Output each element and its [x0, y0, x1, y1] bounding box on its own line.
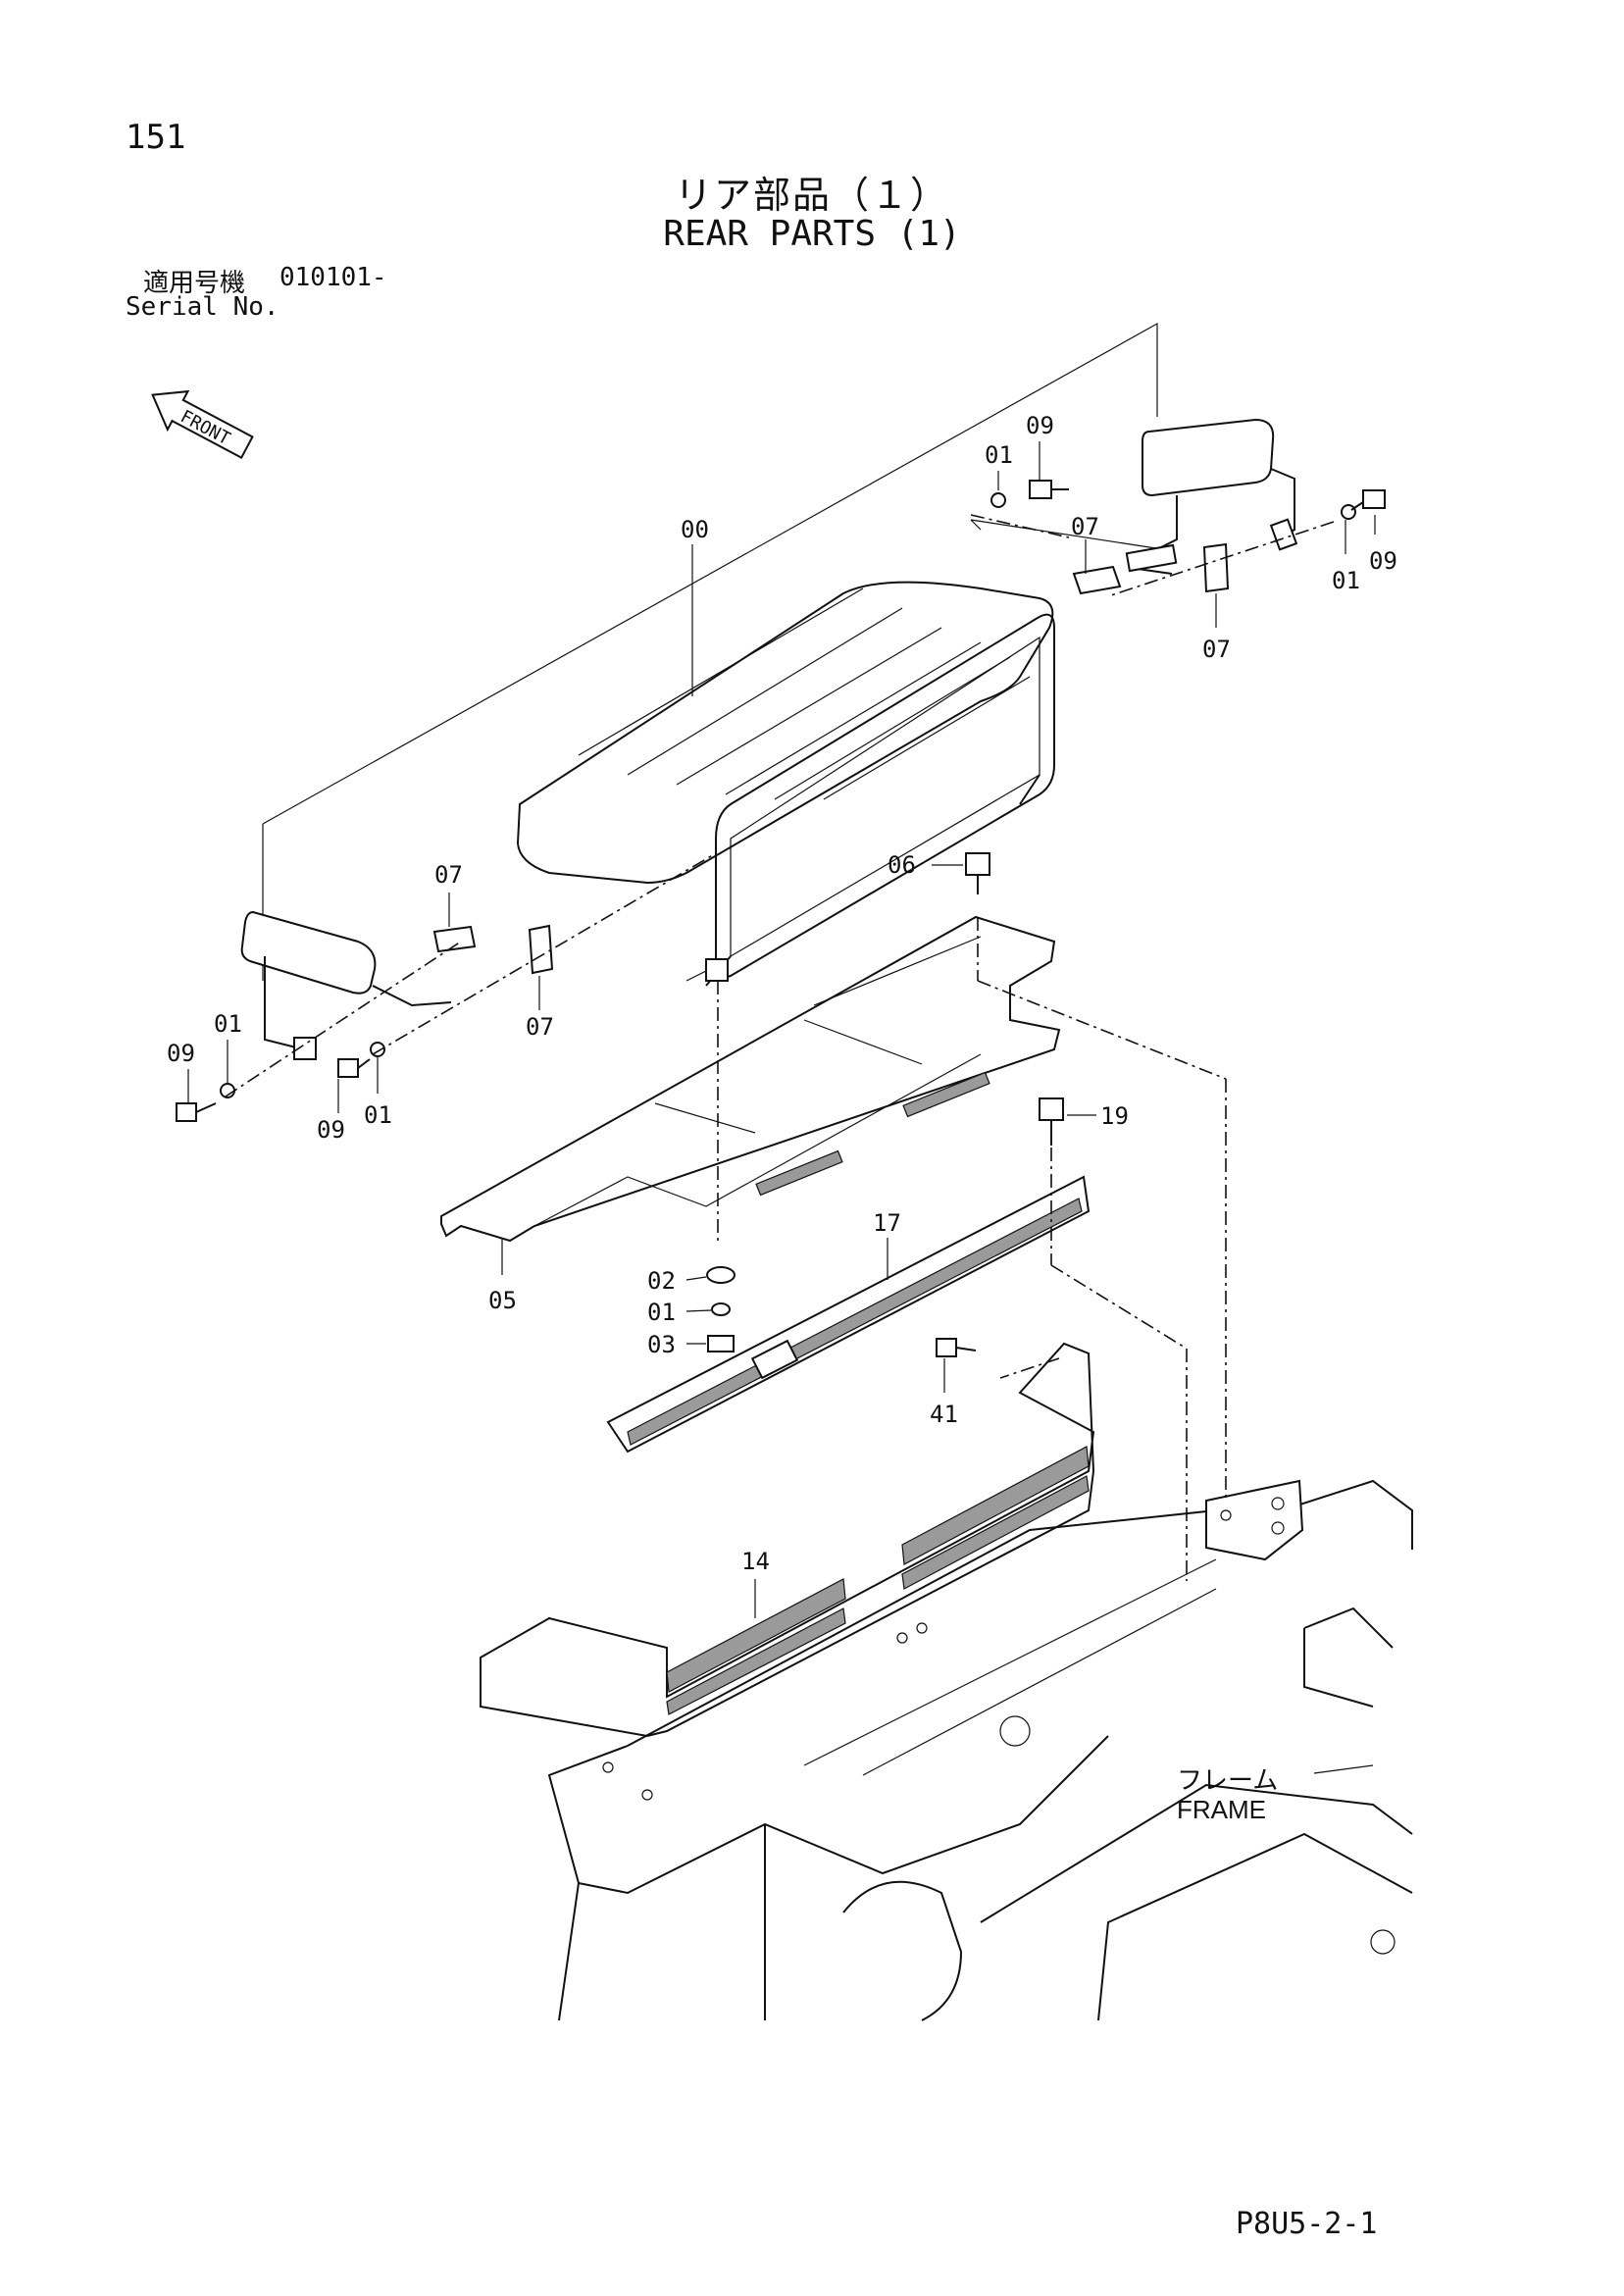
- callout-09-right: 09: [1369, 547, 1397, 575]
- armrest-left: [240, 910, 452, 1060]
- page-title-jp: リア部品（１）: [674, 174, 949, 217]
- serial-value: 010101-: [279, 263, 387, 292]
- armrest-right: [1125, 418, 1298, 575]
- callout-leaders: [187, 441, 1376, 1618]
- callout-41: 41: [930, 1401, 958, 1428]
- rail-17: [606, 1175, 1091, 1454]
- alignment-lines: [225, 514, 1335, 1581]
- frame-leader: [1313, 1764, 1374, 1774]
- callout-09-left-b: 09: [317, 1116, 345, 1144]
- serial-label-jp: 適用号機: [143, 269, 246, 298]
- base-frame: [547, 1479, 1413, 2021]
- page-title-en: REAR PARTS (1): [663, 214, 961, 254]
- callout-19: 19: [1100, 1102, 1129, 1130]
- serial-label-en: Serial No.: [126, 292, 279, 322]
- callout-09-top: 09: [1026, 412, 1054, 439]
- callout-07-left: 07: [434, 861, 463, 889]
- callout-09-left-a: 09: [167, 1040, 195, 1067]
- callout-06: 06: [888, 851, 916, 879]
- callout-07-left-lower: 07: [526, 1013, 554, 1041]
- seat-mount-plate: [440, 915, 1061, 1243]
- callout-14: 14: [741, 1548, 770, 1575]
- callout-labels: 00 01 09 07 01 09 07 06 07 07 09 01 09 0…: [167, 412, 1397, 1575]
- callout-01-right: 01: [1332, 567, 1360, 594]
- callout-01-top: 01: [985, 441, 1013, 469]
- callout-00: 00: [681, 516, 709, 543]
- callout-07-top: 07: [1071, 513, 1099, 540]
- callout-07-right: 07: [1202, 636, 1231, 663]
- document-code: P8U5-2-1: [1236, 2207, 1378, 2241]
- seat-assembly: [516, 581, 1055, 987]
- callout-01-left-b: 01: [364, 1101, 392, 1129]
- frame-member-14: [480, 1342, 1095, 1738]
- callout-03: 03: [647, 1331, 676, 1358]
- callout-17: 17: [873, 1209, 901, 1237]
- callout-05: 05: [488, 1287, 517, 1314]
- fastener-group: [176, 480, 1386, 1357]
- page-number: 151: [126, 118, 186, 157]
- arrow-front-icon: FRONT: [151, 389, 254, 460]
- frame-label-en: FRAME: [1177, 1795, 1266, 1824]
- callout-02: 02: [647, 1267, 676, 1295]
- callout-01-left-a: 01: [214, 1010, 242, 1038]
- callout-01-mid: 01: [647, 1299, 676, 1326]
